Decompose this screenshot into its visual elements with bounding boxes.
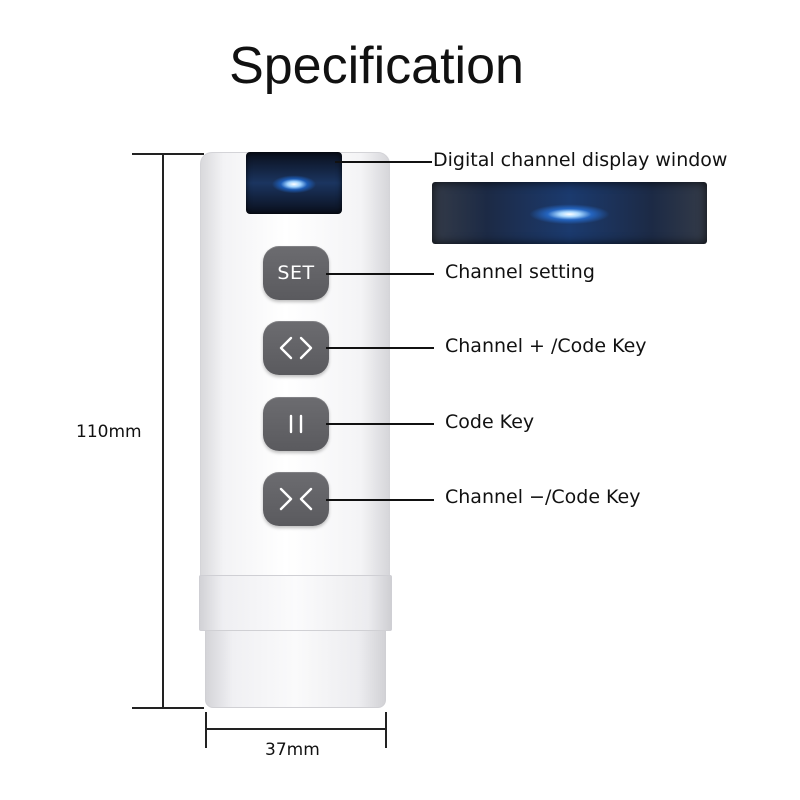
channel-plus-callout-label: Channel + /Code Key: [445, 335, 647, 357]
height-dimension-line: [162, 153, 164, 708]
code-leader-line: [326, 423, 434, 425]
page-title: Specification: [229, 37, 524, 95]
pause-icon: [289, 414, 303, 434]
display-leader-line: [335, 161, 432, 163]
chevrons-inward-icon: [279, 487, 313, 511]
channel-minus-callout-label: Channel −/Code Key: [445, 486, 641, 508]
channel-display-window: [246, 152, 342, 214]
code-callout-label: Code Key: [445, 411, 535, 433]
height-dimension-cap-top: [132, 153, 204, 155]
width-dimension-cap-left: [205, 712, 207, 748]
set-button[interactable]: SET: [263, 246, 329, 300]
channel-plus-button[interactable]: [263, 321, 329, 375]
height-dimension-label: 110mm: [76, 422, 142, 442]
remote-bottom-cap: [205, 630, 386, 708]
display-window-closeup: [432, 182, 707, 244]
channel-minus-button[interactable]: [263, 472, 329, 526]
set-leader-line: [326, 273, 434, 275]
display-callout-label: Digital channel display window: [433, 149, 728, 171]
width-dimension-cap-right: [385, 712, 387, 748]
height-dimension-cap-bottom: [132, 707, 204, 709]
set-button-label: SET: [277, 262, 315, 284]
set-callout-label: Channel setting: [445, 261, 595, 283]
remote-band: [199, 575, 392, 631]
channel-plus-leader-line: [326, 347, 434, 349]
width-dimension-label: 37mm: [265, 740, 320, 760]
code-button[interactable]: [263, 397, 329, 451]
channel-minus-leader-line: [326, 499, 434, 501]
chevrons-outward-icon: [279, 336, 313, 360]
width-dimension-line: [205, 728, 386, 730]
